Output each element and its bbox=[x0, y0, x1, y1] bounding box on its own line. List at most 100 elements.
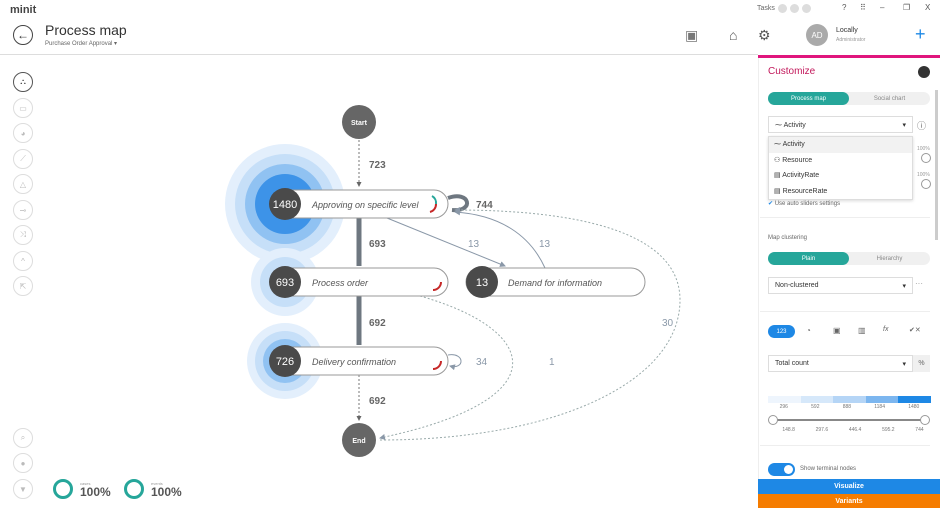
search-icon: ⌕ bbox=[20, 433, 26, 442]
svg-text:Approving on specific level: Approving on specific level bbox=[311, 200, 420, 210]
variants-button[interactable]: Variants bbox=[758, 494, 940, 508]
start-node[interactable]: Start bbox=[342, 105, 376, 139]
activity-node[interactable]: 1480 Approving on specific level bbox=[269, 188, 449, 220]
tasks-label: Tasks bbox=[757, 5, 775, 12]
export-button[interactable]: ⇱ bbox=[13, 276, 33, 296]
terminal-nodes-toggle[interactable] bbox=[768, 463, 795, 476]
visualize-button[interactable]: Visualize bbox=[758, 479, 940, 494]
timer-icon[interactable]: ◔ bbox=[806, 326, 811, 335]
slider-handle[interactable] bbox=[921, 179, 931, 189]
range-handle-min[interactable] bbox=[768, 415, 778, 425]
svg-text:1480: 1480 bbox=[273, 199, 297, 211]
trash-icon[interactable]: ▥ bbox=[858, 326, 866, 335]
slider-handle[interactable] bbox=[921, 153, 931, 163]
metric-select[interactable]: Total count▾ bbox=[768, 355, 913, 372]
menu-item-activityrate[interactable]: ▤ ActivityRate bbox=[774, 172, 820, 179]
help-button[interactable]: ? bbox=[842, 3, 847, 12]
add-button[interactable]: + bbox=[915, 24, 926, 44]
color-legend bbox=[768, 396, 931, 403]
svg-text:Demand for information: Demand for information bbox=[508, 278, 602, 288]
menu-item-resource[interactable]: ⚇ Resource bbox=[774, 156, 813, 164]
slider-percent: 100% bbox=[917, 172, 930, 178]
clustering-label: Map clustering bbox=[768, 235, 808, 241]
end-node[interactable]: End bbox=[342, 423, 376, 457]
auto-sliders-checkbox[interactable]: ✔ Use auto sliders settings bbox=[768, 201, 841, 207]
edge-labels: 723 744 693 13 13 692 30 34 1 692 bbox=[369, 160, 674, 407]
collapse-button[interactable]: ^ bbox=[13, 251, 33, 271]
maximize-button[interactable]: ❐ bbox=[903, 3, 911, 12]
check-cross-icon[interactable]: ✔✕ bbox=[909, 327, 921, 334]
close-button[interactable]: X bbox=[925, 3, 931, 12]
chart-view-button[interactable]: ⟋ bbox=[13, 149, 33, 169]
type-select[interactable]: ⁓ Activity▾ bbox=[768, 116, 913, 133]
search-button[interactable]: ⌕ bbox=[13, 428, 33, 448]
process-map-canvas[interactable]: Start End 1480 Approving on specific leve… bbox=[0, 0, 758, 508]
info-icon[interactable]: ⓘ bbox=[917, 121, 927, 131]
project-selector[interactable]: Purchase Order Approval ▾ bbox=[45, 41, 118, 47]
clipboard-icon[interactable]: ▣ bbox=[685, 27, 699, 43]
gear-icon[interactable]: ⚙ bbox=[758, 27, 771, 43]
process-map-view-button[interactable]: ⛬ bbox=[13, 72, 33, 92]
svg-text:693: 693 bbox=[369, 239, 386, 250]
hierarchy-icon: ⛬ bbox=[20, 77, 26, 86]
tab-plain[interactable]: Plain bbox=[768, 252, 849, 265]
shuffle-view-button[interactable]: ⤨ bbox=[13, 225, 33, 245]
svg-text:692: 692 bbox=[369, 318, 386, 329]
export-icon: ⇱ bbox=[19, 281, 27, 291]
panel-title: Customize bbox=[768, 66, 816, 77]
flow-view-button[interactable]: ⊸ bbox=[13, 200, 33, 220]
chevron-up-icon: ^ bbox=[21, 256, 25, 266]
tab-hierarchy[interactable]: Hierarchy bbox=[876, 255, 903, 262]
tab-process-map[interactable]: Process map bbox=[768, 92, 849, 105]
user-role: Administrator bbox=[836, 37, 866, 43]
minimize-button[interactable]: – bbox=[880, 3, 885, 12]
percent-button[interactable]: % bbox=[913, 355, 930, 372]
slider-percent: 100% bbox=[917, 146, 930, 152]
metric-tab-count[interactable]: 123 bbox=[768, 325, 795, 338]
range-slider-track[interactable] bbox=[774, 419, 926, 421]
clustering-toggle[interactable]: Plain Hierarchy bbox=[768, 252, 930, 265]
range-handle-max[interactable] bbox=[920, 415, 930, 425]
view-toggle[interactable]: Process map Social chart bbox=[768, 92, 930, 105]
home-icon[interactable]: ⌂ bbox=[729, 27, 738, 43]
filter-button[interactable]: ▼ bbox=[13, 479, 33, 499]
svg-text:Start: Start bbox=[351, 120, 368, 127]
triangle-icon: △ bbox=[19, 179, 27, 189]
edges bbox=[356, 140, 681, 441]
cases-value: 100% bbox=[80, 485, 111, 499]
clustering-select[interactable]: Non-clustered▾ bbox=[768, 277, 913, 294]
user-name: Locally bbox=[836, 27, 858, 34]
cases-ring bbox=[53, 479, 73, 499]
shuffle-icon: ⤨ bbox=[19, 230, 27, 239]
function-icon[interactable]: fx bbox=[883, 326, 889, 333]
panel-scrollbar[interactable] bbox=[935, 90, 938, 240]
svg-text:692: 692 bbox=[369, 396, 386, 407]
activity-node[interactable]: 13 Demand for information bbox=[465, 266, 646, 298]
tab-social-chart[interactable]: Social chart bbox=[873, 95, 906, 102]
branch-icon: ⊸ bbox=[19, 205, 27, 215]
rule-view-button[interactable]: △ bbox=[13, 174, 33, 194]
app-logo: minit bbox=[10, 4, 37, 16]
pie-view-button[interactable]: ◕ bbox=[13, 123, 33, 143]
gear-icon: ● bbox=[20, 458, 26, 468]
menu-item-activity[interactable]: ⁓ Activity bbox=[769, 137, 912, 153]
panel-collapse-button[interactable] bbox=[918, 66, 930, 78]
more-icon[interactable]: ··· bbox=[915, 279, 923, 288]
dashboard-view-button[interactable]: ▭ bbox=[13, 98, 33, 118]
settings-button[interactable]: ● bbox=[13, 453, 33, 473]
divider bbox=[760, 311, 930, 312]
svg-text:744: 744 bbox=[476, 200, 493, 211]
tasks-indicator[interactable]: Tasks bbox=[757, 4, 811, 13]
svg-text:1: 1 bbox=[549, 357, 555, 368]
briefcase-icon[interactable]: ▣ bbox=[833, 326, 841, 335]
svg-text:693: 693 bbox=[276, 277, 294, 289]
apps-button[interactable]: ⠿ bbox=[860, 3, 866, 12]
svg-text:End: End bbox=[352, 438, 365, 445]
svg-text:13: 13 bbox=[476, 277, 488, 289]
avatar[interactable]: AD bbox=[806, 24, 828, 46]
back-button[interactable]: ← bbox=[13, 25, 33, 45]
menu-item-resourcerate[interactable]: ▤ ResourceRate bbox=[774, 187, 828, 195]
